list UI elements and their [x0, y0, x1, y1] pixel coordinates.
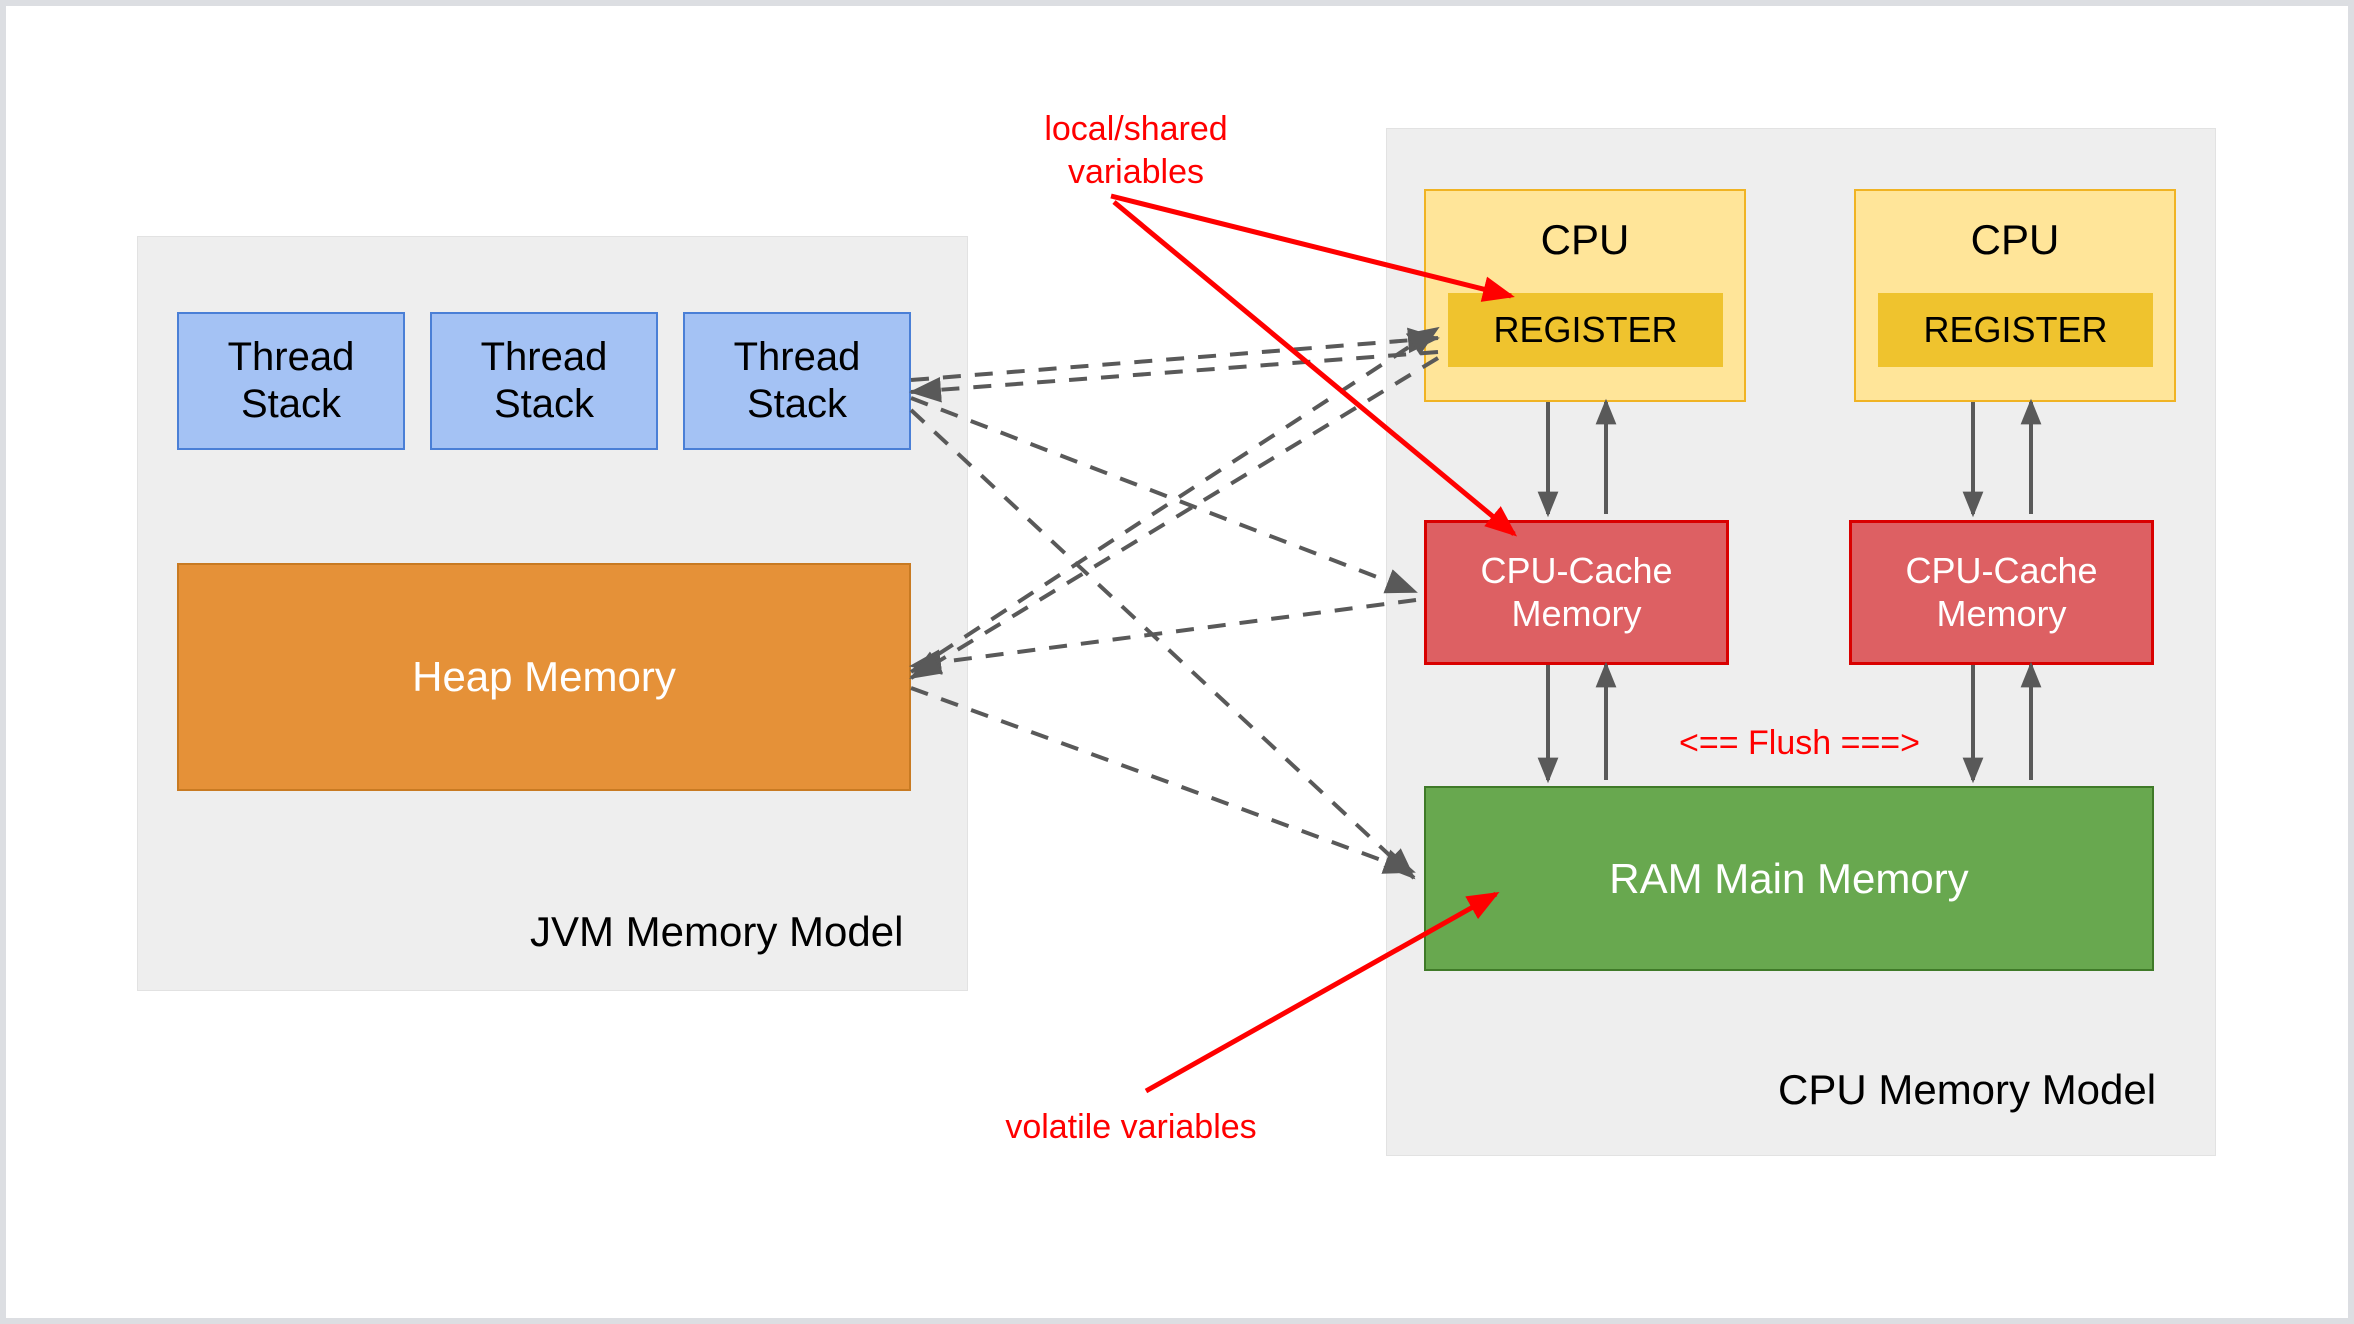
- connector-heap-to-register: [909, 326, 1440, 674]
- connector-cache-to-heap: [909, 598, 1417, 675]
- register-box-1: REGISTER: [1448, 293, 1723, 367]
- connector-thread-to-ram: [909, 408, 1416, 880]
- local-shared-variables-annotation: local/shared variables: [1044, 110, 1228, 191]
- register-box-2: REGISTER: [1878, 293, 2153, 367]
- heap-memory-box: Heap Memory: [177, 563, 911, 791]
- cpu-label-2: CPU: [1970, 216, 2060, 263]
- volatile-variables-annotation: volatile variables: [1005, 1108, 1257, 1146]
- ram-main-memory-box: RAM Main Memory: [1424, 786, 2154, 971]
- register-label-2: REGISTER: [1923, 308, 2108, 350]
- connector-thread-to-cache: [910, 396, 1418, 594]
- connector-register-to-heap: [909, 356, 1440, 680]
- jvm-panel-title: JVM Memory Model: [530, 908, 904, 955]
- ram-main-memory-label: RAM Main Memory: [1609, 854, 1969, 902]
- heap-memory-label: Heap Memory: [412, 653, 676, 701]
- register-label-1: REGISTER: [1493, 308, 1678, 350]
- cpu-label-1: CPU: [1540, 216, 1630, 263]
- connector-thread-to-register: [910, 327, 1440, 382]
- connector-register-to-thread: [909, 350, 1439, 403]
- cpu-panel-title: CPU Memory Model: [1778, 1066, 2157, 1113]
- flush-label: <== Flush ===>: [1679, 724, 1921, 762]
- connector-heap-to-ram: [910, 686, 1416, 874]
